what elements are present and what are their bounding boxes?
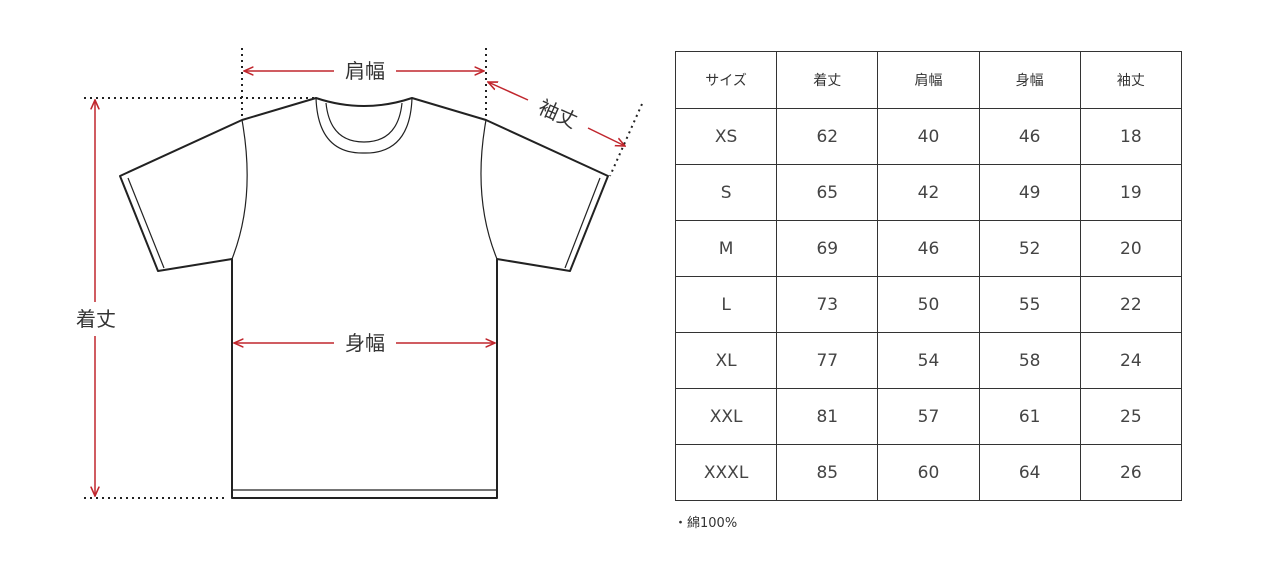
header-sleeve-length: 袖丈 bbox=[1079, 51, 1183, 109]
material-note: ・綿100% bbox=[674, 516, 738, 531]
tshirt-body-outline bbox=[119, 97, 609, 499]
table-row: XXL 81 57 61 25 bbox=[674, 388, 1183, 445]
cell-body-length: 85 bbox=[776, 444, 879, 501]
sleeve-end-guide bbox=[609, 103, 643, 177]
cell-size: M bbox=[674, 220, 778, 277]
cell-shoulder-width: 46 bbox=[877, 220, 980, 277]
cell-sleeve-length: 19 bbox=[1079, 164, 1183, 221]
header-body-length: 着丈 bbox=[776, 51, 879, 109]
cell-body-length: 65 bbox=[776, 164, 879, 221]
cell-body-width: 61 bbox=[978, 388, 1081, 445]
body-width-dimension: 身幅 bbox=[234, 331, 495, 355]
cell-sleeve-length: 26 bbox=[1079, 444, 1183, 501]
shoulder-width-dimension: 肩幅 bbox=[244, 59, 484, 83]
cell-shoulder-width: 57 bbox=[877, 388, 980, 445]
cell-shoulder-width: 50 bbox=[877, 276, 980, 333]
cell-sleeve-length: 25 bbox=[1079, 388, 1183, 445]
sleeve-length-dimension: 袖丈 bbox=[488, 82, 625, 146]
right-armhole-seam bbox=[480, 119, 498, 260]
cell-body-width: 64 bbox=[978, 444, 1081, 501]
cell-body-width: 46 bbox=[978, 108, 1081, 165]
cell-size: XXXL bbox=[674, 444, 778, 501]
body-length-label: 着丈 bbox=[76, 307, 116, 331]
left-sleeve-hem bbox=[127, 177, 165, 269]
cell-body-length: 69 bbox=[776, 220, 879, 277]
size-chart-table: サイズ 着丈 肩幅 身幅 袖丈 XS 62 40 46 18 S 65 42 4… bbox=[674, 51, 1183, 501]
cell-shoulder-width: 40 bbox=[877, 108, 980, 165]
cell-shoulder-width: 54 bbox=[877, 332, 980, 389]
cell-body-length: 62 bbox=[776, 108, 879, 165]
body-width-label: 身幅 bbox=[345, 331, 385, 355]
header-body-width: 身幅 bbox=[978, 51, 1081, 109]
cell-sleeve-length: 18 bbox=[1079, 108, 1183, 165]
cell-sleeve-length: 24 bbox=[1079, 332, 1183, 389]
cell-sleeve-length: 22 bbox=[1079, 276, 1183, 333]
extension-lines bbox=[84, 48, 643, 499]
table-row: XS 62 40 46 18 bbox=[674, 108, 1183, 165]
cell-sleeve-length: 20 bbox=[1079, 220, 1183, 277]
body-length-dimension: 着丈 bbox=[76, 100, 116, 496]
cell-body-width: 52 bbox=[978, 220, 1081, 277]
cell-size: XXL bbox=[674, 388, 778, 445]
collar-rib bbox=[325, 102, 403, 143]
tshirt-diagram: 肩幅 袖丈 着丈 身幅 bbox=[76, 48, 643, 499]
left-armhole-seam bbox=[231, 119, 248, 260]
table-row: S 65 42 49 19 bbox=[674, 164, 1183, 221]
cell-size: XL bbox=[674, 332, 778, 389]
tshirt-detail-lines bbox=[127, 97, 601, 491]
collar-inner bbox=[315, 97, 413, 154]
cell-body-length: 81 bbox=[776, 388, 879, 445]
table-row: XL 77 54 58 24 bbox=[674, 332, 1183, 389]
cell-size: L bbox=[674, 276, 778, 333]
header-shoulder-width: 肩幅 bbox=[877, 51, 980, 109]
sleeve-length-label: 袖丈 bbox=[535, 95, 581, 133]
cell-body-width: 49 bbox=[978, 164, 1081, 221]
cell-body-length: 73 bbox=[776, 276, 879, 333]
table-header-row: サイズ 着丈 肩幅 身幅 袖丈 bbox=[674, 51, 1183, 109]
cell-size: S bbox=[674, 164, 778, 221]
cell-body-width: 55 bbox=[978, 276, 1081, 333]
cell-shoulder-width: 60 bbox=[877, 444, 980, 501]
shoulder-width-label: 肩幅 bbox=[345, 59, 385, 83]
cell-body-width: 58 bbox=[978, 332, 1081, 389]
table-row: XXXL 85 60 64 26 bbox=[674, 444, 1183, 501]
cell-shoulder-width: 42 bbox=[877, 164, 980, 221]
table-row: L 73 50 55 22 bbox=[674, 276, 1183, 333]
header-size: サイズ bbox=[674, 51, 778, 109]
right-sleeve-hem bbox=[564, 177, 601, 269]
cell-size: XS bbox=[674, 108, 778, 165]
tshirt-outline bbox=[119, 97, 609, 499]
cell-body-length: 77 bbox=[776, 332, 879, 389]
table-row: M 69 46 52 20 bbox=[674, 220, 1183, 277]
